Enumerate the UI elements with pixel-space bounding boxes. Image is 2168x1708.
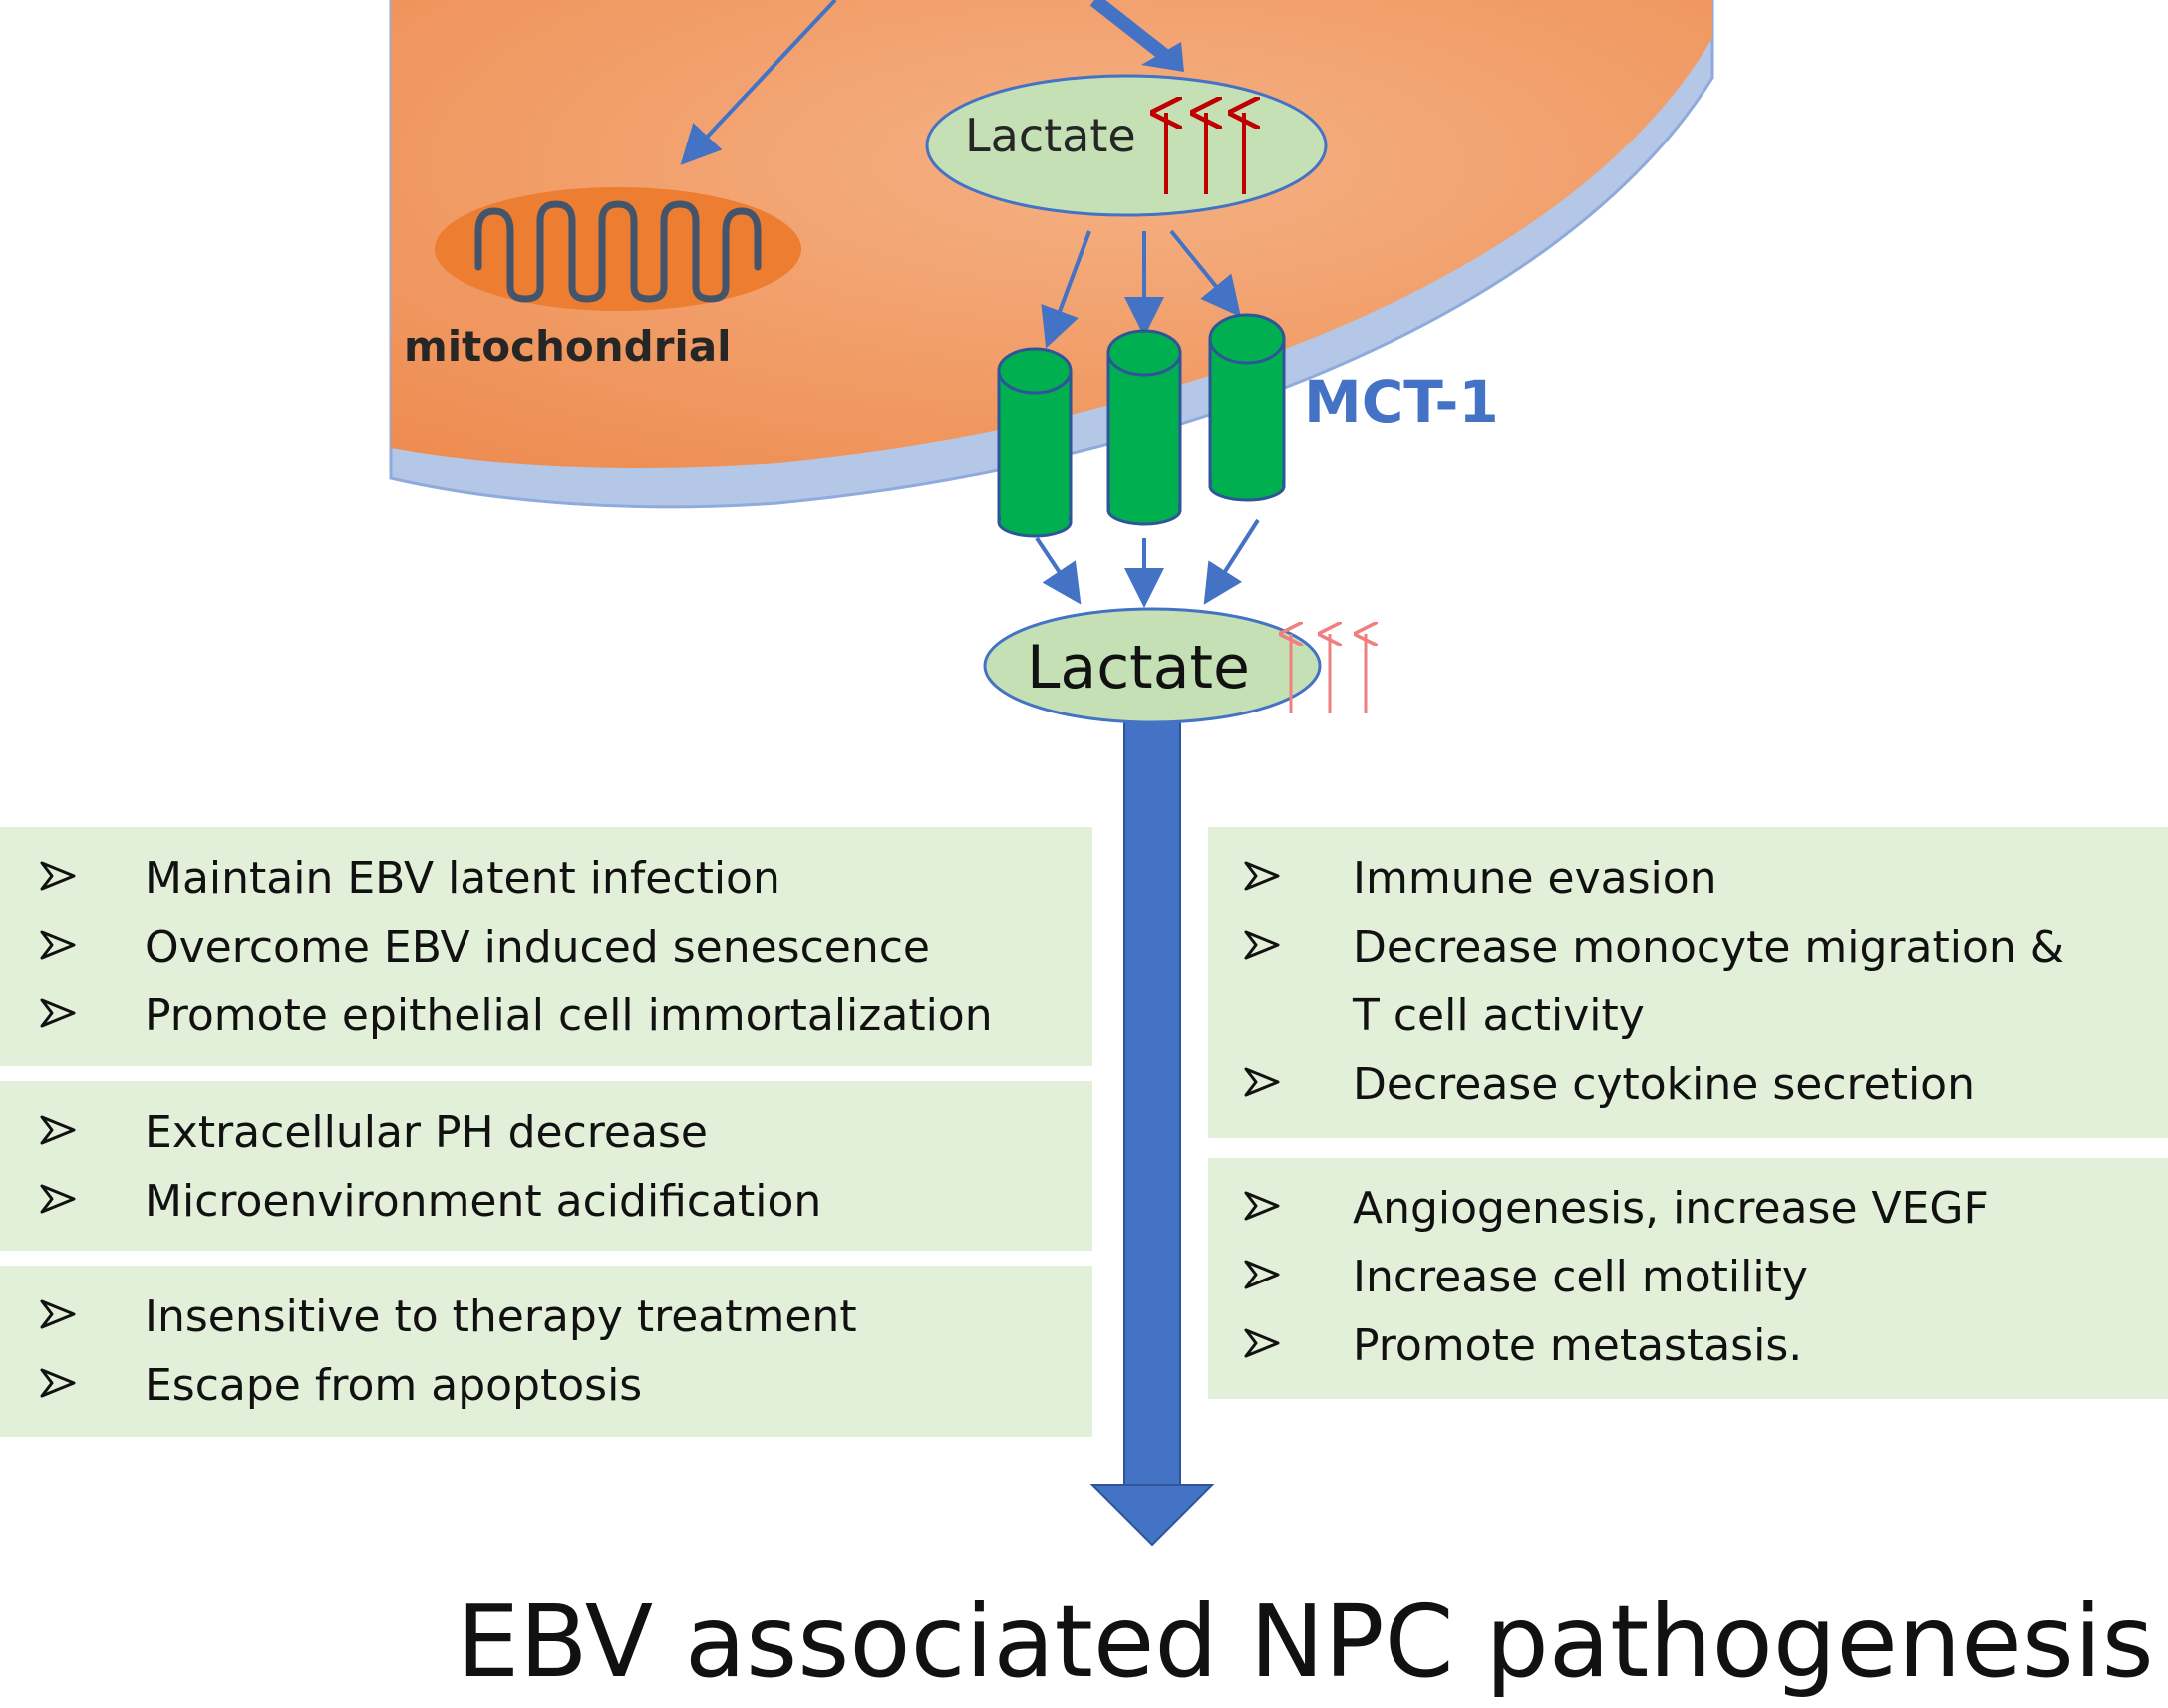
bullet-arrow-icon	[40, 1115, 76, 1145]
left-box-2: Extracellular PH decrease Microenvironme…	[0, 1081, 1092, 1251]
left-box-1-item-1: Maintain EBV latent infection	[145, 853, 780, 904]
bullet-arrow-icon	[1244, 1067, 1280, 1097]
bullet-arrow-icon	[40, 930, 76, 960]
bullet-arrow-icon	[1244, 1260, 1280, 1289]
right-box-2-item-2: Increase cell motility	[1353, 1252, 1808, 1302]
bullet-arrow-icon	[40, 998, 76, 1028]
mct1-channel-2	[1106, 329, 1182, 526]
mct1-channel-3	[1208, 313, 1286, 502]
bullet-arrow-icon	[1244, 1191, 1280, 1221]
right-box-2-item-1: Angiogenesis, increase VEGF	[1353, 1183, 1989, 1234]
lactate-outside-increase-icon	[1291, 634, 1366, 713]
left-box-3-item-2: Escape from apoptosis	[145, 1360, 643, 1411]
mct1-channel-1	[997, 347, 1073, 538]
diagram-title: EBV associated NPC pathogenesis	[457, 1583, 2154, 1700]
arrows-lactate-to-mct	[1041, 229, 1242, 349]
right-box-1-item-1: Immune evasion	[1353, 853, 1717, 904]
mitochondrion	[435, 187, 801, 311]
lactate-inside-label: Lactate	[965, 109, 1136, 162]
left-box-2-item-1: Extracellular PH decrease	[145, 1107, 708, 1158]
bullet-arrow-icon	[40, 1368, 76, 1398]
left-box-1-item-2: Overcome EBV induced senescence	[145, 922, 931, 973]
bullet-arrow-icon	[40, 861, 76, 891]
main-pathway-arrow	[1089, 716, 1215, 1547]
bullet-arrow-icon	[1244, 1328, 1280, 1358]
right-box-1-item-3: T cell activity	[1353, 991, 1645, 1041]
lactate-inside-increase-icon	[1166, 113, 1244, 194]
mitochondrial-label: mitochondrial	[404, 322, 732, 371]
left-box-3: Insensitive to therapy treatment Escape …	[0, 1266, 1092, 1437]
lactate-outside-label: Lactate	[1027, 633, 1250, 703]
mitochondrion-cristae	[474, 200, 762, 303]
bullet-arrow-icon	[1244, 930, 1280, 960]
right-box-2-item-3: Promote metastasis.	[1353, 1320, 1803, 1371]
right-box-2: Angiogenesis, increase VEGF Increase cel…	[1208, 1158, 2168, 1399]
left-box-1: Maintain EBV latent infection Overcome E…	[0, 827, 1092, 1066]
cell-cytoplasm	[391, 0, 1712, 468]
bullet-arrow-icon	[1244, 861, 1280, 891]
left-box-2-item-2: Microenvironment acidification	[145, 1176, 822, 1227]
lactate-inside-ellipse	[925, 74, 1328, 217]
bullet-arrow-icon	[40, 1299, 76, 1329]
left-box-3-item-1: Insensitive to therapy treatment	[145, 1291, 857, 1342]
right-box-1-item-2: Decrease monocyte migration &	[1353, 922, 2065, 973]
lactate-outside-ellipse	[983, 607, 1322, 724]
bullet-arrow-icon	[40, 1184, 76, 1214]
arrows-mct-to-lactate	[1035, 518, 1260, 608]
left-box-1-item-3: Promote epithelial cell immortalization	[145, 991, 993, 1041]
right-box-1: Immune evasion Decrease monocyte migrati…	[1208, 827, 2168, 1138]
right-box-1-item-4: Decrease cytokine secretion	[1353, 1059, 1975, 1110]
mct1-label: MCT-1	[1304, 368, 1499, 435]
arrow-to-lactate	[1089, 0, 1184, 72]
arrow-to-mitochondrion	[680, 0, 837, 165]
